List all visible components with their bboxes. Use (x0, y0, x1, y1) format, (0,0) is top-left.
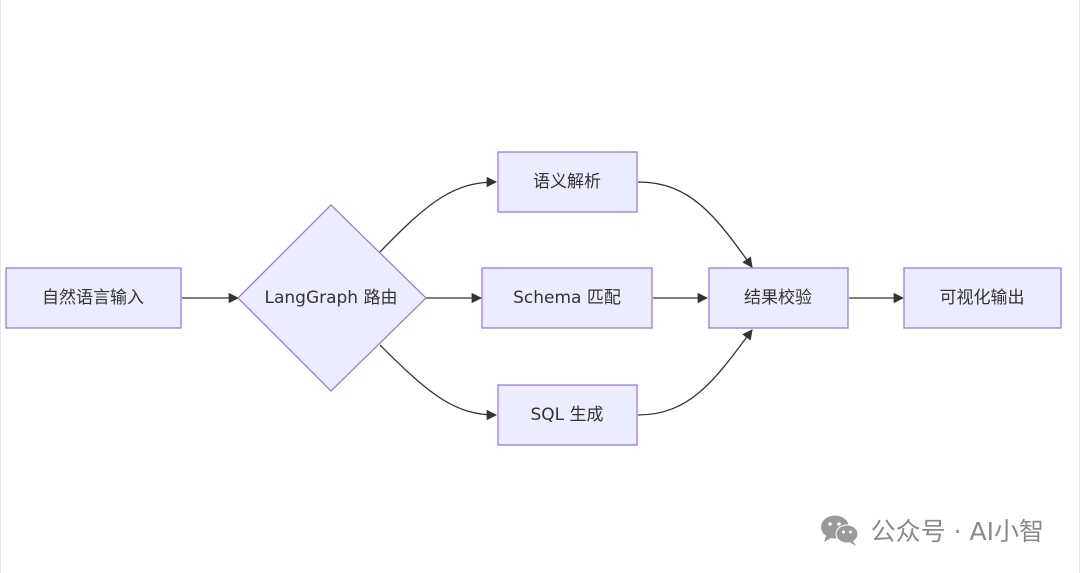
node-schema: Schema 匹配 (481, 267, 653, 329)
node-output: 可视化输出 (903, 267, 1062, 329)
node-semantic: 语义解析 (497, 151, 638, 213)
node-input: 自然语言输入 (5, 267, 182, 329)
edge-router-to-sql (379, 344, 498, 421)
node-input-label: 自然语言输入 (42, 288, 144, 308)
watermark: 公众号 · AI小智 (819, 512, 1044, 548)
node-router: LangGraph 路由 (237, 204, 427, 392)
edge-sql-to-validate (637, 329, 753, 416)
left-border (0, 0, 1, 573)
watermark-text: 公众号 · AI小智 (870, 517, 1044, 546)
node-sql: SQL 生成 (497, 384, 638, 446)
node-sql-label: SQL 生成 (530, 405, 603, 425)
node-output-label: 可视化输出 (940, 288, 1025, 308)
wechat-icon (820, 515, 859, 546)
node-validate-label: 结果校验 (744, 288, 812, 308)
node-validate: 结果校验 (708, 267, 849, 329)
node-schema-label: Schema 匹配 (513, 288, 621, 308)
node-semantic-label: 语义解析 (533, 172, 601, 192)
edge-semantic-to-validate (637, 181, 753, 268)
node-router-label: LangGraph 路由 (264, 288, 397, 308)
edge-router-to-semantic (379, 176, 498, 253)
